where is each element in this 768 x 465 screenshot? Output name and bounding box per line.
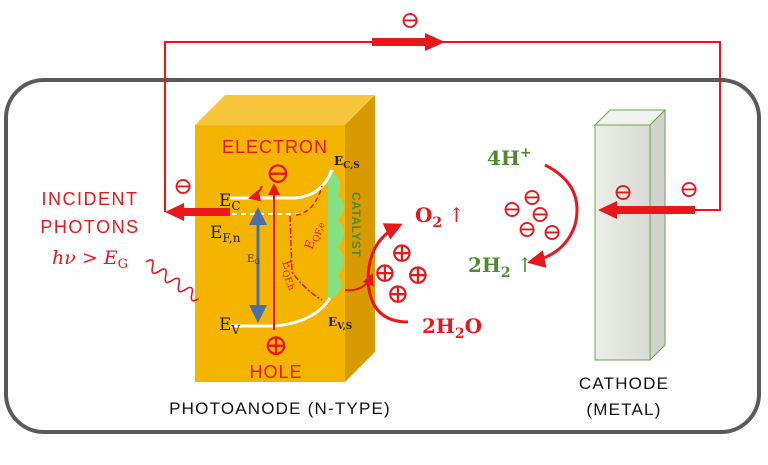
electron-drop-arrow xyxy=(248,185,263,202)
valence-band-edge xyxy=(230,297,332,328)
h-ion-label: 4H+ xyxy=(487,145,532,170)
ev-label: EV xyxy=(219,315,240,337)
catalyst-label: CATALYST xyxy=(349,192,363,257)
photon-condition: hν > EG xyxy=(52,247,128,272)
photoanode-block xyxy=(195,95,375,382)
quasi-fermi-hole-line xyxy=(289,215,323,301)
eg-inner-label: EG xyxy=(247,254,260,266)
catalyst-layer xyxy=(328,170,344,298)
electron-ion-5: ⊖ xyxy=(542,218,562,246)
electron-symbol-photoanode: ⊖ xyxy=(265,156,290,191)
ec-label: EC xyxy=(219,191,241,213)
photon-wave xyxy=(145,259,199,302)
electron-label: ELECTRON xyxy=(222,137,328,157)
hole-ion-1: ⊕ xyxy=(390,236,413,269)
circuit-arrowhead-top xyxy=(425,33,445,51)
external-circuit-wire xyxy=(164,41,721,212)
electron-symbol-right-wire: ⊖ xyxy=(679,175,699,203)
photoanode-label: PHOTOANODE (N-TYPE) xyxy=(169,399,391,418)
hole-label: HOLE xyxy=(249,362,302,382)
electrolyte-container xyxy=(4,78,761,434)
ecs-label: EC,S xyxy=(334,154,360,171)
hole-symbol-photoanode: ⊕ xyxy=(263,328,288,363)
electron-symbol-cathode: ⊖ xyxy=(613,178,633,206)
cathode-block xyxy=(593,108,667,362)
electron-cluster-cathode: ⊖ ⊖ ⊖ ⊖ ⊖ xyxy=(502,183,562,246)
electron-ion-4: ⊖ xyxy=(517,215,537,243)
photoanode-current-arrowhead xyxy=(165,203,184,221)
electron-ion-2: ⊖ xyxy=(502,195,522,223)
quasi-fermi-electron-line xyxy=(295,185,323,216)
cathode-side-face xyxy=(649,108,666,362)
incident-label-line1: INCIDENT xyxy=(42,189,139,209)
conduction-band-edge xyxy=(230,169,334,200)
cathode-front-face xyxy=(594,124,651,361)
cathode-label-line2: (METAL) xyxy=(586,400,661,419)
electron-ion-1: ⊖ xyxy=(522,183,542,211)
photoanode-current-bar xyxy=(182,208,230,216)
circuit-current-arrow-top xyxy=(372,38,427,46)
evs-label: EV,S xyxy=(328,315,352,332)
hole-ion-4: ⊕ xyxy=(386,277,409,310)
hole-cluster: ⊕ ⊕ ⊕ ⊕ xyxy=(373,236,429,310)
hole-ion-2: ⊕ xyxy=(373,256,396,289)
photoanode-front-face xyxy=(195,125,345,382)
hole-transfer-arrow xyxy=(344,273,374,292)
cathode-label-line1: CATHODE xyxy=(579,374,669,393)
hole-ion-3: ⊕ xyxy=(406,258,429,291)
cathode-current-bar xyxy=(615,206,695,214)
h2-label: 2H2↑ xyxy=(468,253,533,281)
electron-symbol-top: ⊖ xyxy=(400,6,420,34)
efn-label: EF,n xyxy=(210,223,241,245)
incident-label-line2: PHOTONS xyxy=(40,217,139,237)
photoanode-side-face xyxy=(345,95,375,382)
cathode-current-arrowhead xyxy=(598,201,617,219)
reduction-arrow xyxy=(527,163,579,268)
o2-label: O2↑ xyxy=(415,203,465,231)
h2o-label: 2H2O xyxy=(422,314,482,342)
electron-symbol-left-wire: ⊖ xyxy=(173,172,193,200)
electron-ion-3: ⊖ xyxy=(530,200,550,228)
photoanode-top-face xyxy=(195,95,375,125)
